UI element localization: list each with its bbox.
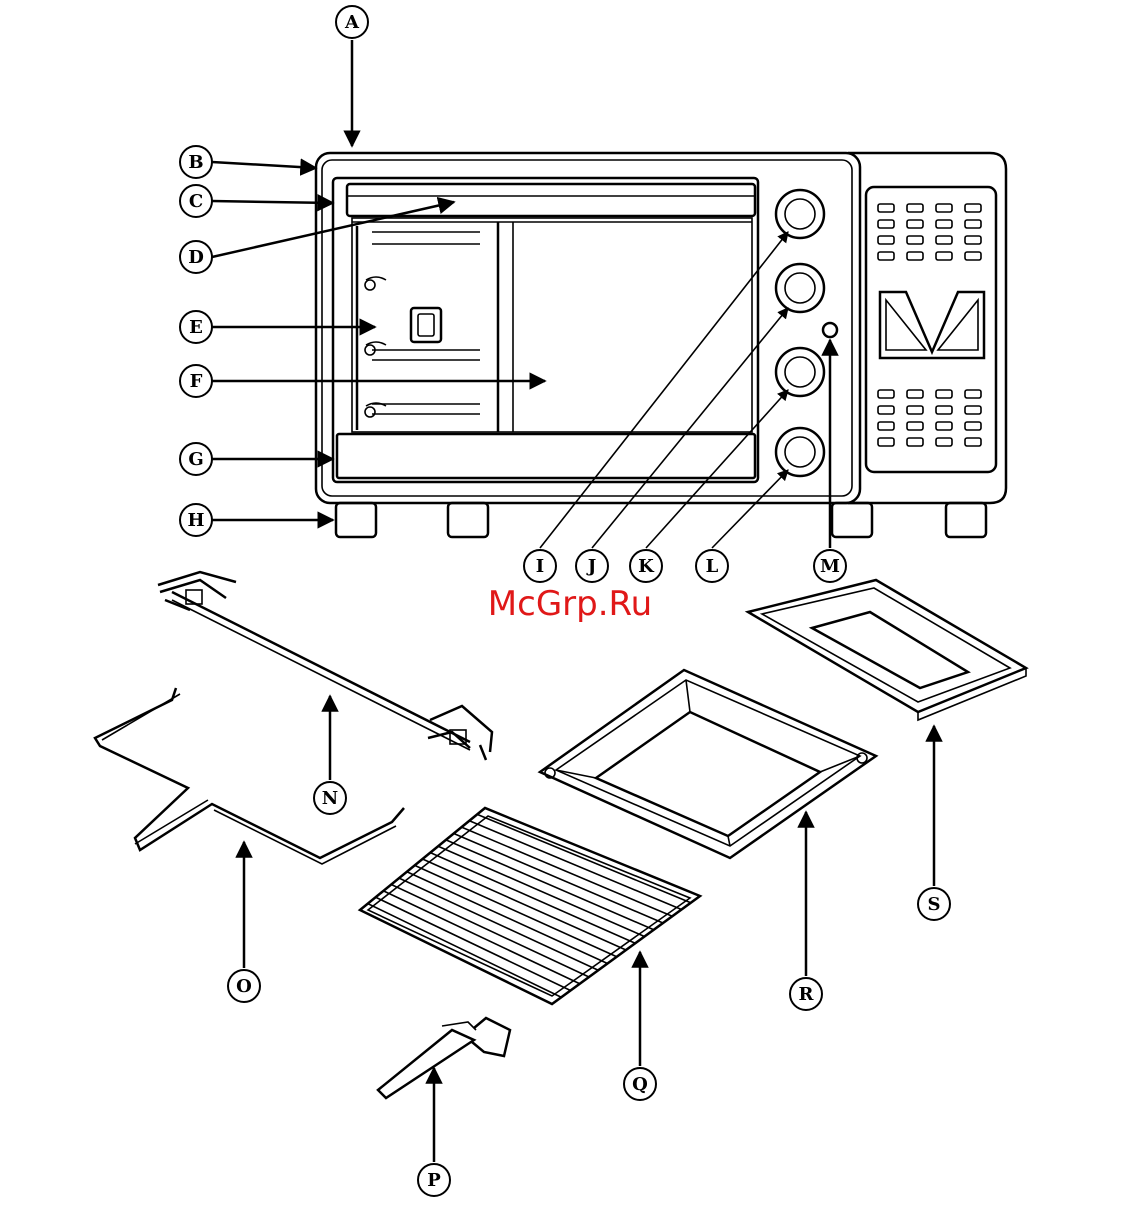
watermark: McGrp.Ru — [488, 584, 652, 624]
callout-q: Q — [624, 1068, 656, 1100]
callout-label-a: A — [344, 12, 360, 33]
callout-e: E — [180, 311, 212, 343]
convection-knob — [776, 428, 824, 476]
callout-h: H — [180, 504, 212, 536]
callout-l: L — [696, 550, 728, 582]
callout-label-g: G — [188, 449, 203, 470]
side-emblem — [880, 292, 984, 358]
callout-label-o: O — [236, 976, 252, 997]
callout-k: K — [630, 550, 662, 582]
callout-label-r: R — [799, 984, 815, 1005]
callout-label-e: E — [189, 317, 203, 338]
callout-j: J — [576, 550, 608, 582]
callout-label-l: L — [706, 556, 719, 577]
callout-label-j: J — [586, 556, 597, 577]
baking-pan — [540, 670, 876, 858]
temperature-knob — [776, 264, 824, 312]
function-knob — [776, 348, 824, 396]
callout-label-c: C — [189, 191, 203, 212]
tray-tongs — [378, 1018, 510, 1098]
callout-label-s: S — [928, 894, 941, 915]
wire-rack — [360, 808, 700, 1004]
callout-o: O — [228, 970, 260, 1002]
timer-knob — [776, 190, 824, 238]
callout-label-d: D — [188, 247, 204, 268]
callout-label-k: K — [638, 556, 655, 577]
power-indicator-light — [823, 323, 837, 337]
callout-g: G — [180, 443, 212, 475]
side-vents — [878, 204, 981, 446]
callout-p: P — [418, 1164, 450, 1196]
callout-label-b: B — [188, 152, 203, 173]
wire-handle — [95, 688, 404, 864]
callout-label-p: P — [427, 1170, 441, 1191]
callout-label-m: M — [820, 556, 840, 577]
callout-d: D — [180, 241, 212, 273]
callout-f: F — [180, 365, 212, 397]
callout-c: C — [180, 185, 212, 217]
callout-i: I — [524, 550, 556, 582]
callout-label-q: Q — [632, 1074, 648, 1095]
callout-label-i: I — [536, 556, 544, 577]
callout-n: N — [314, 782, 346, 814]
crumb-tray — [748, 580, 1026, 720]
callout-label-h: H — [187, 510, 204, 531]
rotisserie-spit — [158, 572, 492, 760]
callout-b: B — [180, 146, 212, 178]
callout-s: S — [918, 888, 950, 920]
callout-a: A — [336, 6, 368, 38]
callout-r: R — [790, 978, 822, 1010]
callout-label-f: F — [190, 371, 203, 392]
callout-label-n: N — [322, 788, 338, 809]
callout-m: M — [814, 550, 846, 582]
